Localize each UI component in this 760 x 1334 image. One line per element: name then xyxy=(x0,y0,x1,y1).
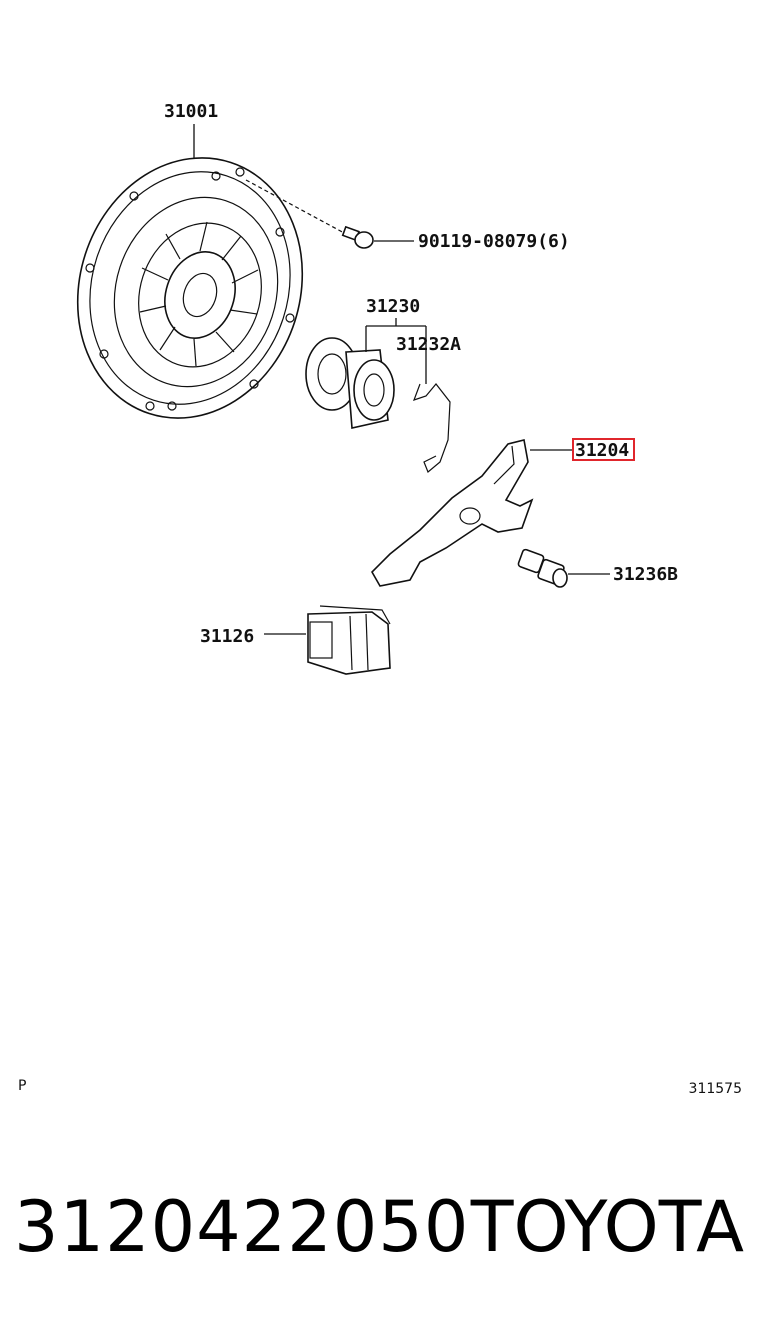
callout-bolt[interactable]: 90119-08079(6) xyxy=(418,231,570,252)
callout-31232a[interactable]: 31232A xyxy=(396,334,461,355)
callout-31126[interactable]: 31126 xyxy=(200,626,254,647)
bolt-illustration xyxy=(341,225,374,249)
diagram-id-label: 311575 xyxy=(688,1081,742,1097)
clutch-cover-illustration xyxy=(76,157,304,419)
highlight-box-31204 xyxy=(572,438,635,461)
leader-31230 xyxy=(365,318,427,352)
callout-31001[interactable]: 31001 xyxy=(164,101,218,122)
brand-name: TOYOTA xyxy=(470,1186,744,1268)
clip-illustration xyxy=(412,383,451,473)
callout-31236b[interactable]: 31236B xyxy=(613,564,678,585)
footer: 3120422050 TOYOTA xyxy=(0,1186,760,1276)
bolt-dashed-line xyxy=(245,179,347,235)
part-number: 3120422050 xyxy=(14,1186,470,1268)
boot-illustration xyxy=(307,605,391,675)
callout-31204[interactable]: 31204 xyxy=(575,440,629,461)
corner-label-left: P xyxy=(18,1078,27,1094)
release-fork-illustration xyxy=(371,439,534,587)
callout-31230[interactable]: 31230 xyxy=(366,296,420,317)
parts-diagram: 31001 90119-08079(6) 31230 31232A 31204 … xyxy=(76,101,678,675)
fork-support-illustration xyxy=(517,548,568,588)
release-bearing-illustration xyxy=(305,337,395,429)
